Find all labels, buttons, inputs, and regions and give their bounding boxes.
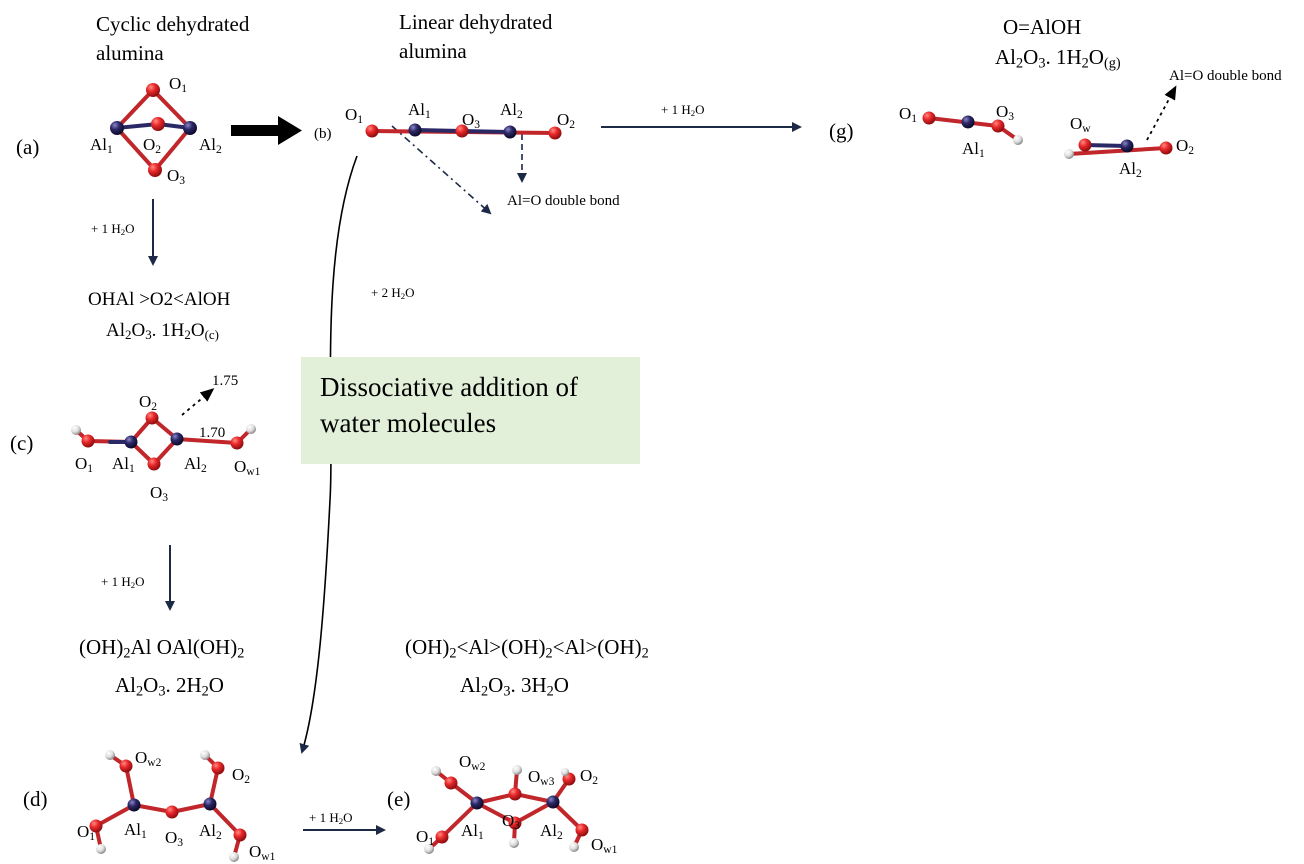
atom-label-g-o1: O1 xyxy=(899,104,918,125)
formula-e-composition: Al2O3. 3H2O xyxy=(460,673,569,700)
distance-label-2: 1.70 xyxy=(199,425,226,441)
formula-d-composition: Al2O3. 2H2O xyxy=(115,673,224,700)
formula-e-name: (OH)2<Al>(OH)2<Al>(OH)2 xyxy=(405,635,649,662)
atom-label-e-ow3: Ow3 xyxy=(528,767,555,788)
atom-label-b-al1: Al1 xyxy=(408,100,431,121)
atom-label-d-ow2: Ow2 xyxy=(135,748,162,769)
callout-box: Dissociative addition of water molecules xyxy=(301,357,640,464)
panel-label-d: (d) xyxy=(23,787,48,811)
title-linear-line-1: Linear dehydrated xyxy=(399,10,553,34)
atom-label-c-ow1: Ow1 xyxy=(234,457,261,478)
molecule-c xyxy=(71,411,256,471)
callout-line-2: water molecules xyxy=(320,408,497,439)
panel-label-a: (a) xyxy=(16,135,40,159)
dashed-pointer-b-left xyxy=(391,125,492,215)
formula-c-name: OHAl >O2<AlOH xyxy=(88,289,231,310)
atom-label-e-ow1: Ow1 xyxy=(591,835,618,856)
atom-label-d-ow1: Ow1 xyxy=(249,842,276,863)
atom-label-e-al2: Al2 xyxy=(540,821,563,842)
atom-label-g-ow: Ow xyxy=(1070,114,1091,135)
atom-label-a-al2: Al2 xyxy=(199,135,222,156)
atom-label-d-al1: Al1 xyxy=(124,820,147,841)
reaction-b-to-g-label: + 1 H2O xyxy=(661,102,705,119)
molecule-g xyxy=(922,111,1173,159)
arrow-b-to-d-curve xyxy=(299,155,358,754)
atom-label-e-o1: O1 xyxy=(416,827,435,848)
molecule-a-cyclic xyxy=(110,83,197,177)
atom-label-b-o2: O2 xyxy=(557,110,576,131)
molecule-b-linear xyxy=(365,123,562,140)
reaction-a-to-c-label: + 1 H2O xyxy=(91,221,135,238)
atom-label-a-o3: O3 xyxy=(167,166,186,187)
double-bond-note-b: Al=O double bond xyxy=(507,193,620,209)
formula-c-composition: Al2O3. 1H2O(c) xyxy=(106,320,219,343)
molecule-e xyxy=(424,765,589,854)
title-cyclic-line-1: Cyclic dehydrated xyxy=(96,12,250,36)
atom-label-g-al1: Al1 xyxy=(962,139,985,160)
panel-label-b: (b) xyxy=(314,126,332,142)
atom-label-d-al2: Al2 xyxy=(199,821,222,842)
atom-label-e-o2: O2 xyxy=(580,766,599,787)
atom-label-c-o3: O3 xyxy=(150,483,169,504)
distance-label-1: 1.75 xyxy=(212,373,239,389)
atom-label-e-al1: Al1 xyxy=(461,821,484,842)
callout-line-1: Dissociative addition of xyxy=(320,372,578,402)
atom-label-b-o3: O3 xyxy=(462,110,481,131)
atom-label-d-o3: O3 xyxy=(165,828,184,849)
title-cyclic-line-2: alumina xyxy=(96,41,164,65)
atom-label-b-o1: O1 xyxy=(345,105,364,126)
molecule-d xyxy=(89,750,247,862)
atom-label-a-o1: O1 xyxy=(169,74,188,95)
reaction-b-to-d-label: + 2 H2O xyxy=(371,285,415,302)
dashed-pointer-g xyxy=(1146,85,1177,141)
atom-label-c-o1: O1 xyxy=(75,454,94,475)
formula-g-name: O=AlOH xyxy=(1003,15,1082,39)
reaction-d-to-e-label: + 1 H2O xyxy=(309,810,353,827)
dashed-pointer-c xyxy=(181,388,215,416)
reaction-arrows xyxy=(148,85,1177,835)
title-linear-line-2: alumina xyxy=(399,39,467,63)
atom-label-a-al1: Al1 xyxy=(90,135,113,156)
atom-label-c-al2: Al2 xyxy=(184,454,207,475)
atom-label-a-o2: O2 xyxy=(143,135,162,156)
arrow-a-to-b-bold xyxy=(231,116,302,145)
atom-label-e-ow2: Ow2 xyxy=(459,752,486,773)
reaction-c-to-d-label: + 1 H2O xyxy=(101,574,145,591)
formula-d-name: (OH)2Al OAl(OH)2 xyxy=(79,635,245,662)
atom-label-d-o1: O1 xyxy=(77,822,96,843)
atom-label-d-o2: O2 xyxy=(232,765,251,786)
atom-label-b-al2: Al2 xyxy=(500,100,523,121)
atom-label-g-o2: O2 xyxy=(1176,136,1195,157)
panel-label-c: (c) xyxy=(10,431,34,455)
panel-label-e: (e) xyxy=(387,787,411,811)
atom-label-g-o3: O3 xyxy=(996,102,1015,123)
atom-label-e-o3: O3 xyxy=(502,811,521,832)
formula-g-composition: Al2O3. 1H2O(g) xyxy=(995,45,1121,72)
double-bond-note-g: Al=O double bond xyxy=(1169,68,1282,84)
atom-label-c-o2: O2 xyxy=(139,392,158,413)
panel-label-g: (g) xyxy=(829,119,854,143)
atom-label-c-al1: Al1 xyxy=(112,454,135,475)
atom-label-g-al2: Al2 xyxy=(1119,159,1142,180)
